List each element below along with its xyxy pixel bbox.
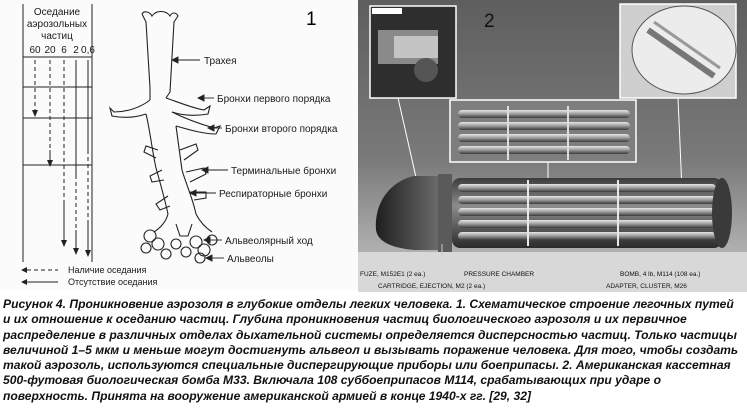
label-pressure-chamber: PRESSURE CHAMBER bbox=[464, 271, 534, 278]
label-cartridge: CARTRIDGE, EJECTION, M2 (2 ea.) bbox=[378, 283, 485, 290]
panel-number-2: 2 bbox=[484, 11, 495, 32]
table-header-line-1: Оседание bbox=[34, 7, 81, 18]
bronchial-tree bbox=[108, 10, 222, 264]
caption-lead: Рисунок 4. bbox=[3, 297, 67, 311]
label-terminal-bronchi: Терминальные бронхи bbox=[231, 165, 336, 177]
label-respiratory-bronchi: Респираторные бронхи bbox=[219, 188, 327, 200]
inset-tube-rack bbox=[449, 99, 637, 196]
respiratory-diagram-panel: Оседание аэрозольных частиц 60 20 6 2 0,… bbox=[0, 0, 358, 290]
arrow-head bbox=[61, 240, 67, 247]
inset-subbomb bbox=[619, 3, 737, 191]
arrow-head bbox=[32, 110, 38, 117]
arrow-head bbox=[47, 160, 53, 167]
sedimentation-table: Оседание аэрозольных частиц 60 20 6 2 0,… bbox=[21, 4, 158, 287]
legend-absent: Отсутствие оседания bbox=[68, 277, 158, 287]
label-trachea: Трахея bbox=[204, 56, 237, 67]
label-secondary-bronchi: Бронхи второго порядка bbox=[225, 124, 338, 135]
label-bomb: BOMB, 4 lb, M114 (108 ea.) bbox=[620, 271, 700, 278]
figure-caption: Рисунок 4. Проникновение аэрозоля в глуб… bbox=[3, 297, 744, 404]
table-header-line-3: частиц bbox=[41, 31, 73, 42]
inset-fuze bbox=[369, 5, 457, 187]
label-fuze: FUZE, M152E1 (2 ea.) bbox=[360, 271, 425, 278]
cluster-bomb-body bbox=[375, 174, 732, 256]
figure: Оседание аэрозольных частиц 60 20 6 2 0,… bbox=[0, 0, 747, 292]
label-alveolar-duct: Альвеолярный ход bbox=[225, 236, 313, 247]
label-primary-bronchi: Бронхи первого порядка bbox=[217, 94, 331, 105]
particle-size-0-6: 0,6 bbox=[81, 45, 95, 56]
respiratory-diagram: Оседание аэрозольных частиц 60 20 6 2 0,… bbox=[21, 4, 338, 287]
arrow-head bbox=[85, 250, 91, 257]
label-adapter: ADAPTER, CLUSTER, M26 bbox=[606, 283, 687, 290]
bomb-photo-panel: FUZE, M152E1 (2 ea.) CARTRIDGE, EJECTION… bbox=[358, 0, 747, 292]
table-header-line-2: аэрозольных bbox=[27, 19, 87, 30]
bomb-photo: FUZE, M152E1 (2 ea.) CARTRIDGE, EJECTION… bbox=[358, 0, 747, 292]
particle-size-20: 20 bbox=[44, 45, 56, 56]
label-alveoli: Альвеолы bbox=[227, 254, 274, 265]
particle-size-6: 6 bbox=[61, 45, 67, 56]
particle-size-60: 60 bbox=[29, 45, 41, 56]
particle-size-2: 2 bbox=[73, 45, 79, 56]
legend-present: Наличие оседания bbox=[68, 265, 147, 275]
arrow-head bbox=[73, 248, 79, 255]
panel-number-1: 1 bbox=[306, 9, 317, 30]
caption-text: Проникновение аэрозоля в глубокие отделы… bbox=[3, 297, 739, 403]
